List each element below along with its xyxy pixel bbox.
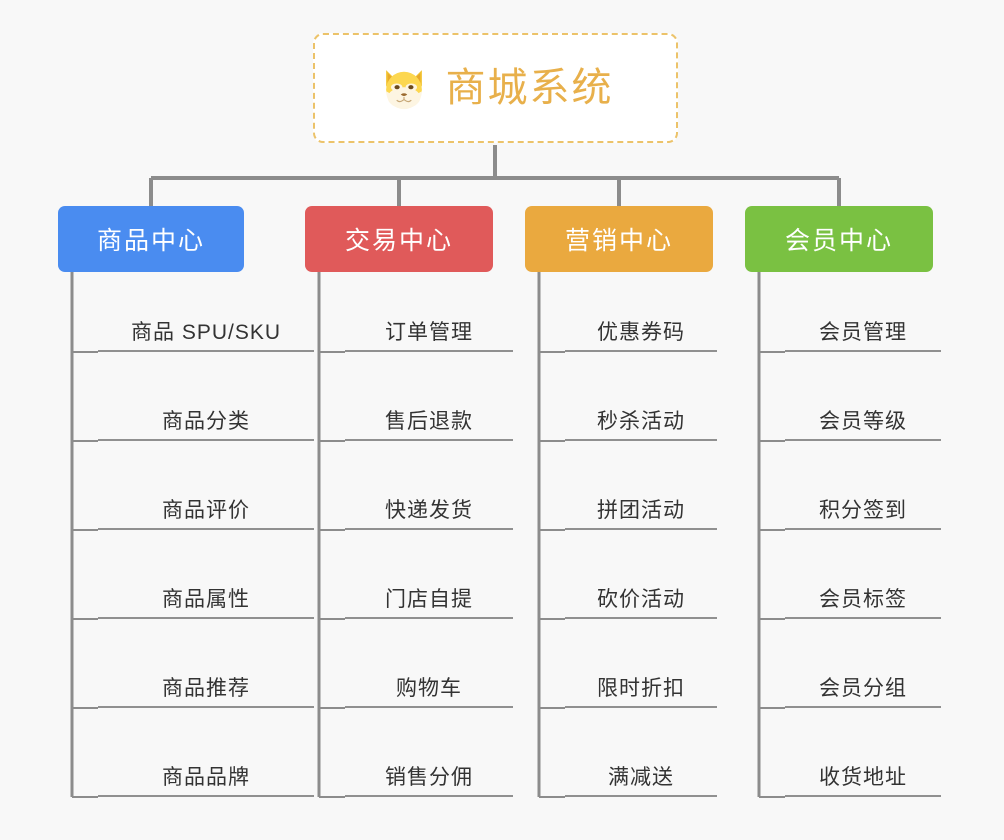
leaf-item[interactable]: 优惠券码: [565, 312, 717, 352]
leaf-item[interactable]: 积分签到: [785, 490, 941, 530]
shiba-dog-emoji: [385, 70, 422, 110]
leaf-item-label: 收货地址: [819, 766, 907, 789]
leaf-item-label: 砍价活动: [597, 588, 685, 611]
category-header-3[interactable]: 营销中心: [525, 206, 713, 272]
leaf-item-label: 购物车: [396, 677, 462, 700]
leaf-item[interactable]: 商品推荐: [98, 668, 314, 708]
leaf-item-label: 优惠券码: [597, 321, 685, 344]
leaf-item-label: 门店自提: [385, 588, 473, 611]
category-header-label: 交易中心: [344, 227, 453, 255]
leaf-item[interactable]: 商品品牌: [98, 757, 314, 797]
leaf-item-label: 秒杀活动: [597, 410, 685, 433]
category-header-label: 营销中心: [564, 227, 673, 255]
leaf-item[interactable]: 商品评价: [98, 490, 314, 530]
leaf-item[interactable]: 售后退款: [345, 401, 513, 441]
leaf-item-label: 商品品牌: [162, 766, 250, 789]
category-header-4[interactable]: 会员中心: [745, 206, 933, 272]
leaf-item-label: 订单管理: [385, 321, 473, 344]
leaf-item[interactable]: 商品属性: [98, 579, 314, 619]
leaf-item[interactable]: 砍价活动: [565, 579, 717, 619]
leaf-item-label: 限时折扣: [597, 677, 685, 700]
leaf-item[interactable]: 收货地址: [785, 757, 941, 797]
leaf-item-label: 商品分类: [162, 410, 250, 433]
leaf-item-label: 拼团活动: [597, 499, 685, 522]
category-header-1[interactable]: 商品中心: [58, 206, 244, 272]
leaf-item-label: 销售分佣: [385, 766, 473, 789]
leaf-item-label: 积分签到: [819, 499, 907, 522]
leaf-item[interactable]: 满减送: [565, 757, 717, 797]
leaf-item-label: 满减送: [608, 766, 674, 789]
category-header-label: 商品中心: [96, 227, 205, 255]
leaf-item[interactable]: 会员等级: [785, 401, 941, 441]
root-title: 商城系统: [445, 66, 614, 110]
leaf-item[interactable]: 商品 SPU/SKU: [98, 312, 314, 352]
leaf-item[interactable]: 快递发货: [345, 490, 513, 530]
leaf-item-label: 商品推荐: [162, 677, 250, 700]
leaf-item-label: 会员管理: [819, 321, 907, 344]
leaf-item[interactable]: 会员标签: [785, 579, 941, 619]
leaf-item-label: 商品 SPU/SKU: [130, 321, 282, 344]
leaf-item[interactable]: 商品分类: [98, 401, 314, 441]
leaf-item[interactable]: 会员分组: [785, 668, 941, 708]
root-node[interactable]: 商城系统: [313, 33, 678, 143]
leaf-item[interactable]: 拼团活动: [565, 490, 717, 530]
leaf-item-label: 会员等级: [819, 410, 907, 433]
leaf-item[interactable]: 限时折扣: [565, 668, 717, 708]
leaf-item-label: 售后退款: [385, 410, 473, 433]
category-header-label: 会员中心: [784, 227, 893, 255]
leaf-item[interactable]: 销售分佣: [345, 757, 513, 797]
leaf-item-label: 会员标签: [819, 588, 907, 611]
leaf-item-label: 商品属性: [162, 588, 250, 611]
leaf-item[interactable]: 秒杀活动: [565, 401, 717, 441]
leaf-item-label: 商品评价: [162, 499, 250, 522]
leaf-item-label: 会员分组: [819, 677, 907, 700]
category-header-2[interactable]: 交易中心: [305, 206, 493, 272]
leaf-item[interactable]: 会员管理: [785, 312, 941, 352]
leaf-item[interactable]: 购物车: [345, 668, 513, 708]
leaf-item[interactable]: 门店自提: [345, 579, 513, 619]
leaf-item-label: 快递发货: [385, 499, 473, 522]
leaf-item[interactable]: 订单管理: [345, 312, 513, 352]
